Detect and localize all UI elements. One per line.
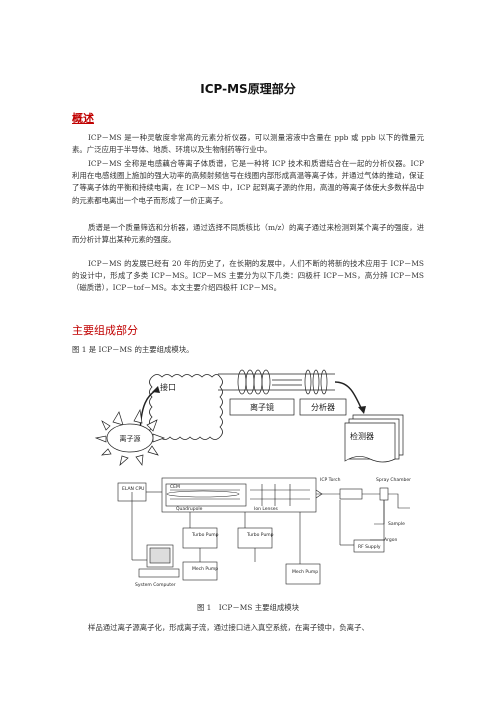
mech-pump-2-label: Mech Pump [292,569,318,575]
interface-cloud [149,374,223,440]
overview-paragraph-3: 质谱是一个质量筛选和分析器，通过选择不同质核比（m/z）的离子通过来检测到某个离… [72,223,424,245]
overview-paragraph-1: ICP－MS 是一种灵敏度非常高的元素分析仪器，可以测量溶液中含量在 ppb 或… [72,133,424,155]
overview-paragraph-4: ICP－MS 的发展已经有 20 年的历史了，在长期的发展中，人们不断的将新的技… [72,259,424,293]
analyzer-box [299,398,347,416]
figure-caption: 图 1 ICP－MS 主要组成模块 [196,603,300,612]
main-components-heading: 主要组成部分 [72,324,138,337]
ion-source-sun [94,408,166,466]
turbo-pump-2-label: Turbo Pump [246,532,274,538]
cem-label: CEM [170,484,180,490]
closing-paragraph: 样品通过离子源离子化，形成离子流，通过接口进入真空系统，在离子镜中，负离子、 [88,623,369,632]
icp-torch-label: ICP Torch [320,477,341,483]
interface-label: 接口 [160,382,176,392]
overview-paragraph-2: ICP－MS 全称是电感藕合等离子体质谱，它是一种将 ICP 技术和质谱结合在一… [72,159,424,205]
ion-source-label: 离子源 [120,434,141,443]
overview-heading: 概述 [72,112,94,125]
turbo-pump-1-label: Turbo Pump [191,532,219,538]
argon-label: Argon [384,537,397,543]
page-title: ICP-MS原理部分 [200,82,296,96]
analyzer-label: 分析器 [311,402,335,412]
ion-lens-box [229,398,295,416]
spray-chamber-label: Spray Chamber [376,477,411,483]
ion-lenses-label: Ion Lenses [254,506,279,512]
system-computer-label: System Computer [135,582,176,588]
rf-supply-label: RF Supply [358,544,381,550]
detector-label: 检测器 [350,431,374,441]
elan-cpu-label: ELAN CPU [122,486,144,492]
instrument-schematic [117,477,410,585]
quadrupole-label: Quadrupole [176,506,203,512]
ion-lens-label: 离子镜 [250,402,274,412]
mech-pump-1-label: Mech Pump [192,566,218,572]
figure-intro: 图 1 是 ICP－MS 的主要组成模块。 [72,345,194,354]
sample-label: Sample [388,521,405,527]
